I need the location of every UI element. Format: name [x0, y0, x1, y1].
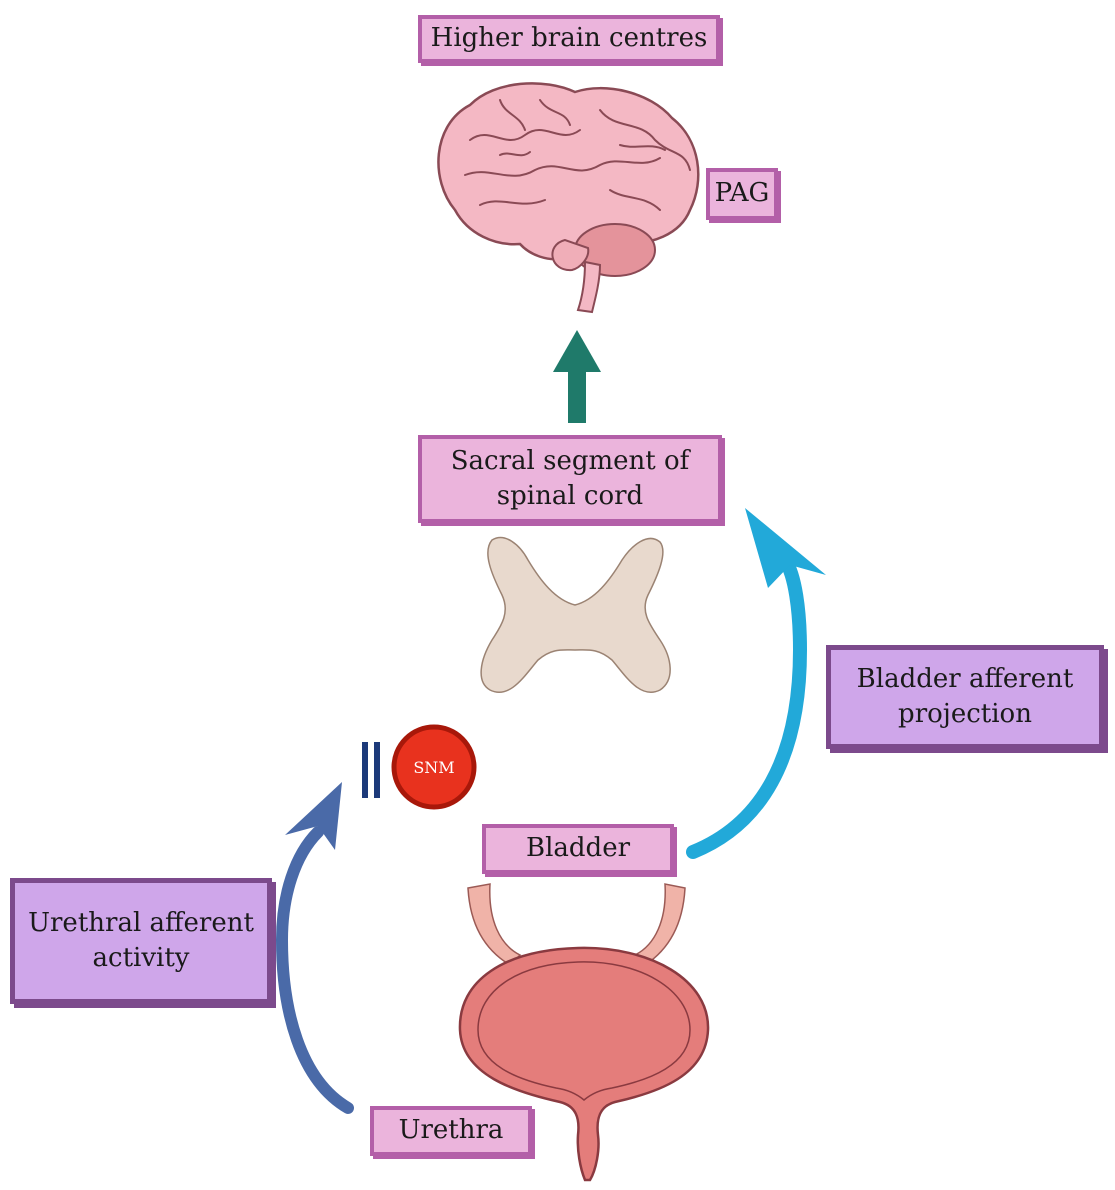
inhibition-bar-icon [362, 742, 380, 798]
higher-brain-centres-label: Higher brain centres [418, 15, 720, 63]
snm-stimulator-icon: SNM [391, 724, 477, 810]
ascending-arrow-green [553, 330, 601, 423]
urethral-afferent-arrow [275, 782, 354, 1114]
brain-icon [437, 82, 700, 314]
bladder-afferent-projection-label: Bladder afferent projection [826, 645, 1104, 749]
pag-label: PAG [706, 168, 778, 220]
bladder-icon [458, 883, 710, 1182]
spinal-cord-cross-section-icon [480, 536, 671, 693]
bladder-afferent-arrow [686, 508, 826, 859]
sacral-segment-label: Sacral segment of spinal cord [418, 435, 722, 523]
snm-label: SNM [413, 758, 454, 777]
urethra-label: Urethra [370, 1106, 532, 1156]
bladder-label: Bladder [482, 824, 674, 874]
urethral-afferent-activity-label: Urethral afferent activity [10, 878, 272, 1004]
